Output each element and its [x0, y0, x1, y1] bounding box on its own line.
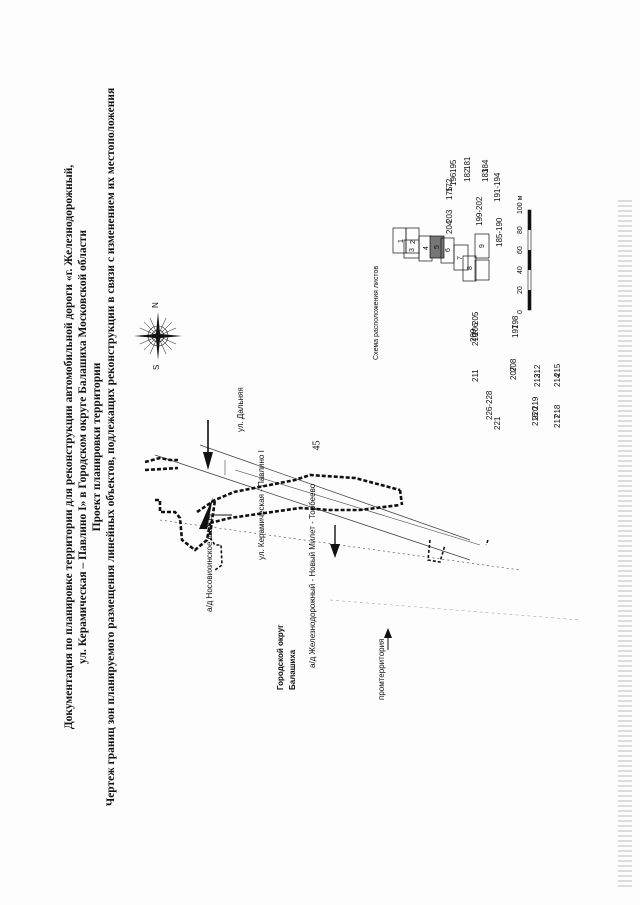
arrow-nosovikhinskoe — [199, 497, 232, 529]
compass-icon: N S — [134, 302, 182, 370]
point-label-226-228: 226-228 — [485, 390, 494, 420]
sheet-number-1: 1 — [398, 239, 405, 243]
compass-north: N — [151, 302, 160, 308]
sheet-scheme — [392, 227, 490, 282]
label-road-nosovikhinskoe: а/д Носовихинское шоссе — [205, 515, 214, 612]
scale-label-1: 20 — [517, 286, 524, 294]
scale-labels: 0 20 40 60 80 100 м — [517, 195, 524, 314]
road-name-3: ул. Керамическая - Павлино I — [257, 450, 266, 560]
scheme-title: Схема расположения листов — [373, 266, 380, 360]
scale-label-3: 60 — [517, 246, 524, 254]
road-name-1: а/д Железнодорожный - Новый Милет - Торб… — [308, 483, 317, 668]
point-label-219: 219 — [531, 396, 540, 410]
label-road-dalnyaya: ул. Дальняя — [236, 387, 245, 432]
point-label-175: 175 — [445, 186, 454, 200]
point-label-216: 216 — [531, 412, 540, 426]
scale-bar — [527, 209, 532, 311]
point-label-184: 184 — [481, 159, 490, 173]
sheet-number-8: 8 — [467, 266, 474, 270]
label-promterritoria: промтерритория — [377, 639, 386, 700]
point-label-211: 211 — [471, 369, 480, 382]
point-label-221: 221 — [493, 416, 502, 430]
point-label-172: 172 — [445, 178, 454, 192]
point-label-204: 204 — [445, 220, 454, 234]
sheet-number-4: 4 — [423, 246, 430, 250]
zone-boundaries-thin — [209, 537, 489, 571]
point-label-181: 181 — [463, 156, 472, 170]
scale-label-0: 0 — [517, 310, 524, 314]
point-label-220: 220 — [531, 406, 540, 420]
label-road-keramicheskaya: ул. Керамическая - Павлино I — [257, 450, 266, 560]
road-lines — [154, 444, 581, 621]
road-name-0: а/д Носовихинское шоссе — [205, 515, 214, 612]
label-district-line1: Городской округ — [276, 624, 285, 690]
point-label-182: 182 — [463, 168, 472, 182]
zone-boundaries — [144, 456, 404, 552]
point-label-203: 203 — [445, 209, 454, 223]
point-label-213: 213 — [533, 373, 542, 387]
point-label-206: 206 — [471, 322, 480, 336]
margin-hatching — [618, 200, 632, 890]
point-label-198: 198 — [511, 315, 520, 329]
road-name-2: ул. Дальняя — [236, 387, 245, 432]
point-label-209: 209 — [469, 328, 478, 342]
arrow-zheleznodorozhny — [330, 525, 340, 558]
sheet-number-6: 6 — [445, 248, 452, 252]
point-label-191-194: 191-194 — [493, 172, 502, 202]
scale-label-2: 40 — [517, 266, 524, 274]
point-label-212: 212 — [533, 364, 542, 378]
arrow-promterritoria — [384, 628, 392, 650]
point-label-210: 210 — [471, 332, 480, 346]
point-label-217: 217 — [553, 414, 562, 428]
point-label-215: 215 — [553, 363, 562, 377]
point-label-197: 197 — [511, 324, 520, 338]
arrow-road-west — [203, 420, 213, 470]
point-label-214: 214 — [553, 373, 562, 387]
point-label-205: 205 — [471, 311, 480, 325]
sheet-number-3: 3 — [409, 248, 416, 252]
point-label-208: 208 — [509, 358, 518, 372]
compass-south: S — [152, 365, 161, 370]
point-label-207: 207 — [509, 366, 518, 380]
sheet-number-7: 7 — [457, 256, 464, 260]
scale-label-5: 100 м — [517, 195, 524, 214]
sheet-number-5: 5 — [434, 245, 441, 249]
label-district-line2: Балашиха — [288, 649, 297, 690]
point-label-218: 218 — [553, 404, 562, 418]
point-label-199-202: 199-202 — [475, 196, 484, 226]
label-road-zheleznodorozhny: а/д Железнодорожный - Новый Милет - Торб… — [308, 483, 317, 668]
sheet-number-2: 2 — [410, 240, 417, 244]
scale-label-4: 80 — [517, 226, 524, 234]
point-label-196: 196 — [449, 172, 458, 186]
point-label-185-190: 185-190 — [495, 217, 504, 247]
point-label-195: 195 — [449, 159, 458, 173]
point-label-183: 183 — [481, 168, 490, 182]
sheet-number-9: 9 — [479, 244, 486, 248]
